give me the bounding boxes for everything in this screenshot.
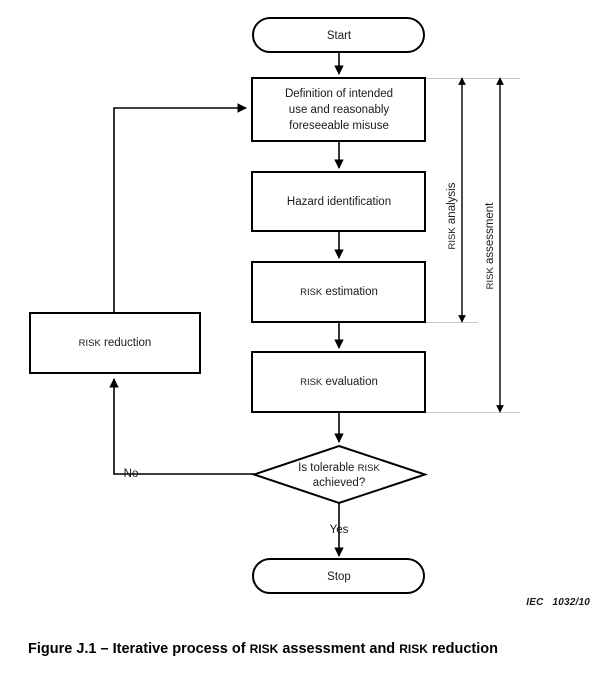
- span-label-risk-assessment: RISK assessment: [484, 202, 496, 290]
- edge-label-no: No: [124, 468, 139, 480]
- node-estimation[interactable]: [251, 261, 426, 323]
- caption-mid: assessment and: [278, 641, 400, 657]
- node-stop[interactable]: [252, 558, 425, 594]
- edge-decision-to-reduction-no: [109, 378, 254, 475]
- node-definition-label-line1: Definition of intended: [285, 88, 393, 100]
- node-estimation-smallcaps: RISK: [300, 287, 323, 298]
- node-evaluation[interactable]: [251, 351, 426, 413]
- node-decision-label-line1: Is tolerable RISK: [298, 462, 380, 474]
- node-start-label: Start: [327, 30, 352, 42]
- node-definition[interactable]: [251, 77, 426, 142]
- node-definition-label-line2: use and reasonably: [289, 104, 390, 116]
- node-reduction[interactable]: [29, 312, 201, 374]
- figure-caption: Figure J.1 – Iterative process of RISK a…: [28, 641, 588, 657]
- iec-reference: IEC 1032/10: [526, 597, 590, 608]
- node-evaluation-rest: evaluation: [322, 376, 378, 388]
- node-hazard[interactable]: [251, 171, 426, 232]
- span-label-assessment-rest: assessment: [484, 202, 496, 267]
- edge-label-yes: Yes: [330, 524, 349, 536]
- span-label-analysis-smallcaps: RISK: [447, 227, 458, 250]
- node-reduction-rest: reduction: [101, 337, 152, 349]
- node-estimation-label: RISK estimation: [300, 286, 378, 298]
- node-reduction-smallcaps: RISK: [79, 338, 102, 349]
- span-label-assessment-smallcaps: RISK: [485, 267, 496, 290]
- node-hazard-label: Hazard identification: [287, 196, 391, 208]
- node-definition-label-line3: foreseeable misuse: [289, 120, 389, 132]
- node-decision-line1-pre: Is tolerable: [298, 462, 357, 474]
- node-estimation-rest: estimation: [322, 286, 378, 298]
- node-reduction-label: RISK reduction: [79, 337, 152, 349]
- caption-suffix: reduction: [427, 641, 498, 657]
- span-label-analysis-rest: analysis: [446, 182, 458, 227]
- node-start[interactable]: [252, 17, 425, 53]
- node-decision-line1-smallcaps: RISK: [358, 463, 381, 474]
- node-stop-label: Stop: [327, 571, 351, 583]
- caption-smallcaps-2: RISK: [399, 642, 428, 656]
- node-evaluation-label: RISK evaluation: [300, 376, 378, 388]
- caption-smallcaps-1: RISK: [249, 642, 279, 656]
- node-decision-label-line2: achieved?: [313, 477, 365, 489]
- node-evaluation-smallcaps: RISK: [300, 377, 323, 388]
- node-decision[interactable]: [250, 444, 429, 505]
- edge-reduction-to-definition: [113, 103, 247, 313]
- caption-prefix: Figure J.1 – Iterative process of: [28, 641, 250, 657]
- span-label-risk-analysis: RISK analysis: [446, 182, 458, 249]
